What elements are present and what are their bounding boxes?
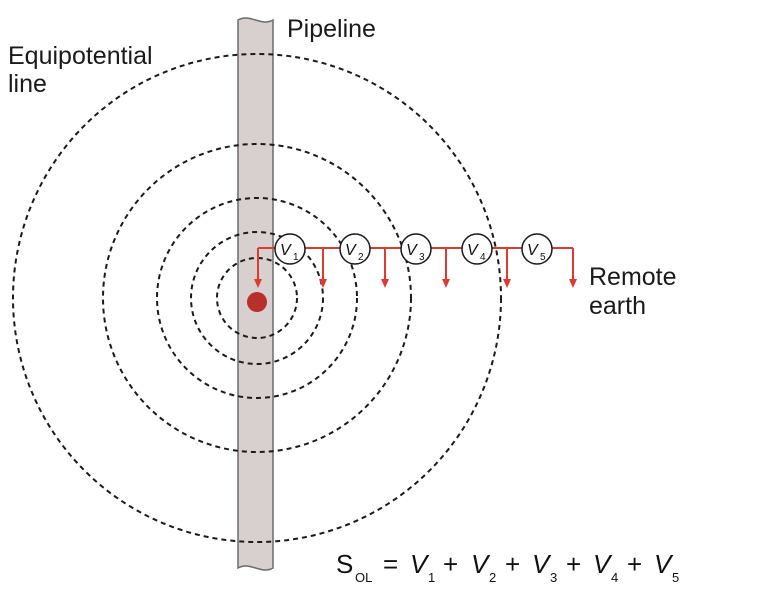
equation-term-2-symbol: V — [471, 549, 491, 579]
equation-term-4-symbol: V — [593, 549, 613, 579]
arrow-head-2 — [319, 279, 327, 288]
voltmeter-2: V 2 — [339, 233, 371, 265]
voltmeter-2-body — [339, 233, 371, 265]
voltmeter-4-symbol: V — [467, 242, 479, 259]
arrow-head-6 — [569, 279, 577, 288]
equation-equals: = — [383, 549, 398, 579]
voltmeter-2-symbol: V — [345, 242, 357, 259]
equation-term-5-index: 5 — [672, 570, 679, 585]
voltmeter-3-symbol: V — [406, 242, 418, 259]
equipotential-lines — [12, 53, 502, 543]
equation-plus-3: + — [566, 549, 581, 579]
ground-arrows — [254, 279, 577, 288]
equipotential-circle-5 — [12, 53, 502, 543]
voltmeter-1-body — [274, 233, 306, 265]
remote-earth-label-line-2: earth — [589, 292, 646, 320]
voltmeter-1: V 1 — [274, 233, 306, 265]
equation-term-3-symbol: V — [532, 549, 552, 579]
voltmeter-5-body — [521, 233, 553, 265]
remote-earth-label-line-1: Remote — [589, 263, 677, 291]
equipotential-circle-1 — [216, 257, 298, 339]
voltmeter-4: V 4 — [461, 233, 493, 265]
arrow-head-4 — [442, 279, 450, 288]
pipeline-label: Pipeline — [287, 15, 376, 43]
voltmeter-5-index: 5 — [540, 252, 546, 263]
equipotential-circle-2 — [190, 231, 324, 365]
equipotential-label-line-1: Equipotential — [8, 42, 153, 70]
arrow-head-3 — [381, 279, 389, 288]
equipotential-circle-4 — [102, 143, 412, 453]
arrow-head-1 — [254, 279, 262, 288]
equation-lhs: S — [336, 549, 353, 579]
equation-term-3-index: 3 — [550, 570, 557, 585]
equation-term-2-index: 2 — [489, 570, 496, 585]
equation-plus-4: + — [627, 549, 642, 579]
arrow-head-5 — [503, 279, 511, 288]
equation-term-4-index: 4 — [611, 570, 618, 585]
voltmeter-1-symbol: V — [280, 242, 292, 259]
equation-plus-1: + — [443, 549, 458, 579]
voltmeter-4-body — [461, 233, 493, 265]
voltmeter-5-symbol: V — [527, 242, 539, 259]
equipotential-circle-3 — [156, 197, 358, 399]
voltmeter-5: V 5 — [521, 233, 553, 265]
voltmeter-3: V 3 — [400, 233, 432, 265]
voltmeter-1-index: 1 — [293, 252, 299, 263]
equation-term-1-symbol: V — [410, 549, 430, 579]
voltmeter-3-body — [400, 233, 432, 265]
equipotential-label-line-2: line — [8, 70, 47, 98]
current-source-dot — [247, 292, 267, 312]
equation-plus-2: + — [505, 549, 520, 579]
equation-term-5-symbol: V — [654, 549, 674, 579]
equation-lhs-sub: OL — [355, 570, 372, 585]
voltmeter-3-index: 3 — [419, 252, 425, 263]
equation: S OL = V 1 + V 2 + V 3 + V 4 + V 5 — [336, 549, 679, 585]
equation-term-1-index: 1 — [428, 570, 435, 585]
voltmeter-2-index: 2 — [358, 252, 364, 263]
voltmeter-4-index: 4 — [480, 252, 486, 263]
